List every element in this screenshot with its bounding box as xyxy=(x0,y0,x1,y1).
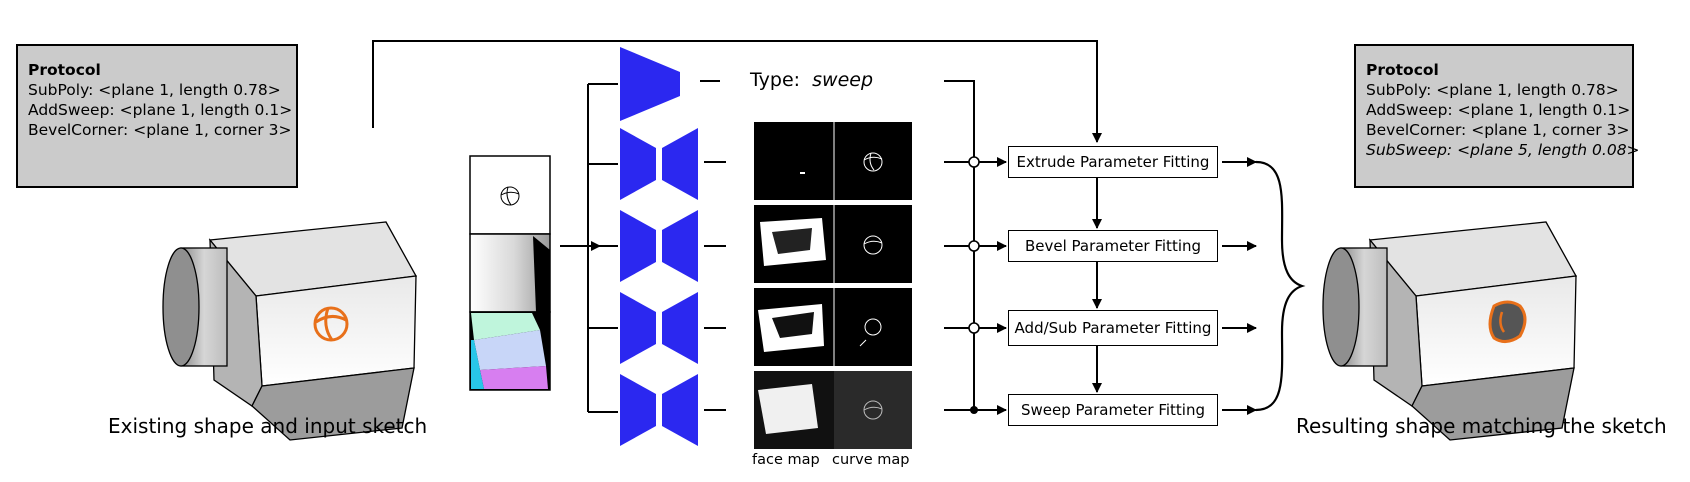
input-image-stack xyxy=(469,155,551,391)
protocol-line: SubPoly: <plane 1, length 0.78> xyxy=(28,81,281,99)
input-protocol-box: Protocol SubPoly: <plane 1, length 0.78>… xyxy=(16,44,298,188)
protocol-line: BevelCorner: <plane 1, corner 3> xyxy=(28,121,292,139)
protocol-title: Protocol xyxy=(1366,61,1439,79)
sweep-fitting-box: Sweep Parameter Fitting xyxy=(1008,394,1218,426)
feedback-arrow xyxy=(372,40,1102,143)
network-bus-right xyxy=(944,80,975,411)
bevel-fitting-box: Bevel Parameter Fitting xyxy=(1008,230,1218,262)
type-output-label: Type: sweep xyxy=(750,69,873,91)
right-caption: Resulting shape matching the sketch xyxy=(1296,414,1667,438)
left-caption: Existing shape and input sketch xyxy=(108,414,428,438)
protocol-title: Protocol xyxy=(28,61,101,79)
prediction-maps xyxy=(754,122,912,449)
network-bus-left xyxy=(587,83,618,413)
curve-map-label: curve map xyxy=(832,452,910,468)
protocol-line: AddSweep: <plane 1, length 0.1> xyxy=(28,101,293,119)
extrude-fitting-box: Extrude Parameter Fitting xyxy=(1008,146,1218,178)
fitting-input-arrows xyxy=(966,156,1007,415)
protocol-line: BevelCorner: <plane 1, corner 3> xyxy=(1366,121,1630,139)
type-label-value: sweep xyxy=(812,69,874,91)
swept-cut xyxy=(1488,300,1527,343)
protocol-line: AddSweep: <plane 1, length 0.1> xyxy=(1366,101,1631,119)
protocol-new-line: SubSweep: <plane 5, length 0.08> xyxy=(1366,141,1640,159)
existing-shape xyxy=(162,221,418,441)
network-output-lines xyxy=(700,80,726,411)
input-sketch xyxy=(313,306,349,342)
type-classifier-network xyxy=(620,47,680,121)
output-protocol-box: Protocol SubPoly: <plane 1, length 0.78>… xyxy=(1354,44,1640,188)
addsub-fitting-box: Add/Sub Parameter Fitting xyxy=(1008,310,1218,346)
merge-brace xyxy=(1255,160,1306,412)
result-shape xyxy=(1322,221,1578,441)
type-label-key: Type: xyxy=(750,69,801,91)
face-map-label: face map xyxy=(752,452,820,468)
segmentation-networks xyxy=(620,128,698,446)
protocol-line: SubPoly: <plane 1, length 0.78> xyxy=(1366,81,1619,99)
fitting-output-arrows xyxy=(1222,157,1257,415)
